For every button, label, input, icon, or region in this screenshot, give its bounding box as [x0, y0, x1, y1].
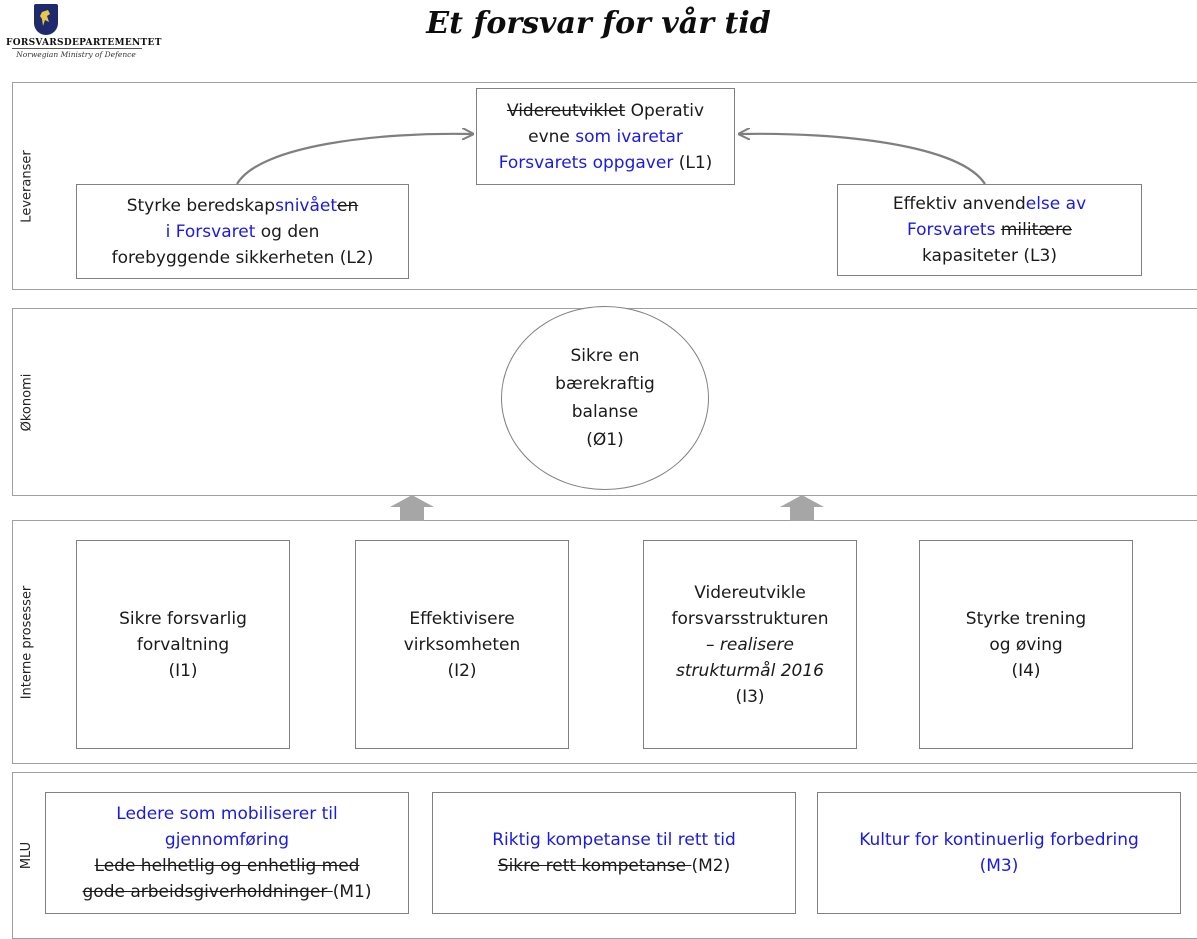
logo-name: FORSVARSDEPARTEMENTET: [6, 38, 162, 48]
page-title: Et forsvar for vår tid: [426, 6, 771, 41]
connector-arrows: [236, 100, 986, 185]
up-arrow-icon: [780, 495, 824, 521]
up-arrow-icon: [390, 495, 434, 521]
box-i2: Effektivisere virksomheten (I2): [355, 540, 569, 749]
box-i3: Videreutvikle forsvarsstrukturen – reali…: [643, 540, 857, 749]
box-i1: Sikre forsvarlig forvaltning (I1): [76, 540, 290, 749]
box-m1: Ledere som mobiliserer til gjennomføring…: [45, 792, 409, 914]
section-label-okonomi: Økonomi: [19, 373, 35, 431]
box-l2: Styrke beredskapsnivåeten i Forsvaret og…: [76, 184, 409, 279]
box-m3: Kultur for kontinuerlig forbedring (M3): [817, 792, 1181, 914]
section-label-interne: Interne prosesser: [19, 585, 35, 699]
circle-o1: Sikre en bærekraftig balanse (Ø1): [501, 306, 709, 490]
logo-subtitle: Norwegian Ministry of Defence: [16, 50, 136, 59]
lion-crest-icon: [34, 4, 58, 35]
logo-divider: [12, 48, 142, 49]
box-i4: Styrke trening og øving (I4): [919, 540, 1133, 749]
box-m2: Riktig kompetanse til rett tid Sikre ret…: [432, 792, 796, 914]
box-l1: Videreutviklet Operativ evne som ivareta…: [476, 88, 735, 185]
arrow-l3-to-l1: [740, 134, 986, 185]
box-l3: Effektiv anvendelse av Forsvarets militæ…: [837, 184, 1142, 276]
section-label-mlu: MLU: [19, 841, 35, 870]
arrow-l2-to-l1: [236, 134, 472, 185]
